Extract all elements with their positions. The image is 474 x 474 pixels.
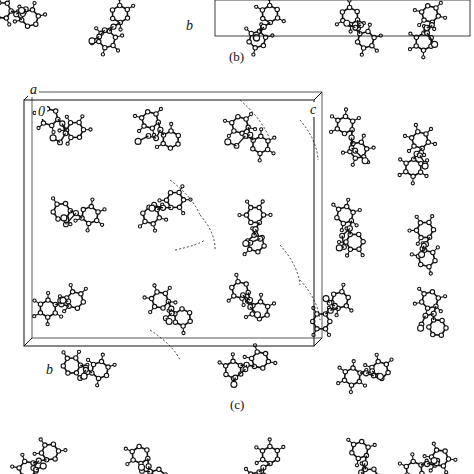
axis-label: b [44, 362, 55, 377]
panel-label: (b) [227, 50, 246, 64]
axis-label: c [308, 102, 318, 117]
axis-label: 0 [36, 104, 47, 119]
axis-label: b [184, 18, 195, 33]
panel-label: (c) [228, 398, 246, 412]
axis-label: a [28, 82, 39, 97]
